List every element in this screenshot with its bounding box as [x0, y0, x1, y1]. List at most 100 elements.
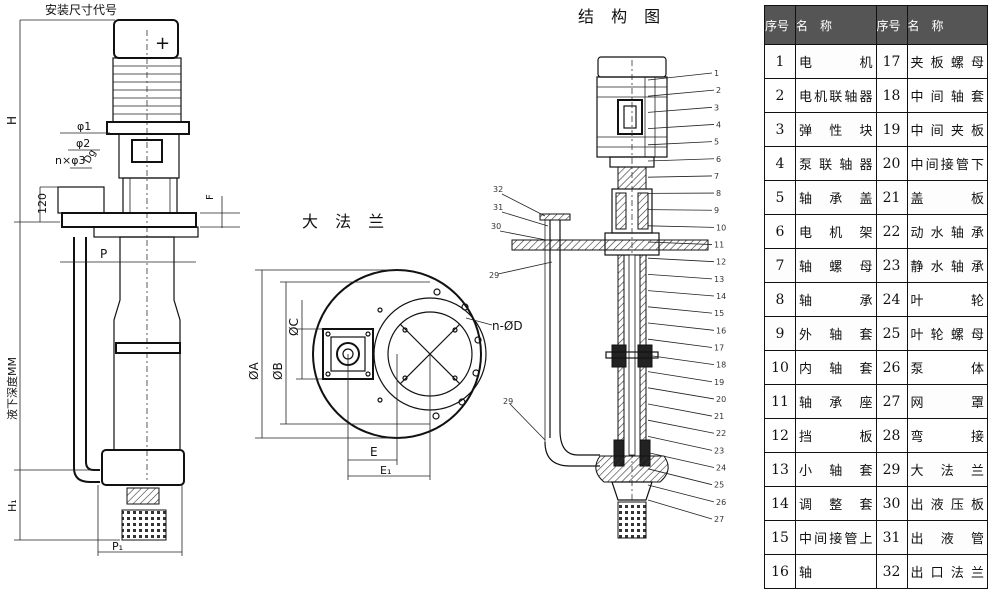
part-name: 中间夹板	[907, 113, 988, 147]
part-name: 轴承盖	[796, 181, 877, 215]
pump-body	[102, 450, 184, 485]
part-name: 小轴套	[796, 453, 877, 487]
callout-29-top: 29	[489, 271, 499, 280]
dimension-lines	[14, 20, 240, 556]
part-name: 外轴套	[796, 317, 877, 351]
header-no-1: 序号	[765, 6, 796, 45]
part-name: 泵联轴器	[796, 147, 877, 181]
callout-24: 24	[716, 464, 726, 473]
part-number: 28	[876, 419, 907, 453]
part-name: 电机	[796, 45, 877, 79]
part-number: 2	[765, 79, 796, 113]
callout-3: 3	[714, 103, 719, 112]
dim-nD: n-ØD	[492, 319, 523, 333]
part-number: 31	[876, 521, 907, 555]
part-number: 9	[765, 317, 796, 351]
dim-H: H	[5, 116, 19, 125]
part-name: 大法兰	[907, 453, 988, 487]
part-number: 26	[876, 351, 907, 385]
callout-4: 4	[716, 120, 721, 129]
installation-view: 安装尺寸代号 +	[5, 2, 240, 556]
part-number: 14	[765, 487, 796, 521]
callout-14: 14	[716, 292, 726, 301]
part-number: 20	[876, 147, 907, 181]
part-number: 30	[876, 487, 907, 521]
part-name: 弯接	[907, 419, 988, 453]
dim-C: ØC	[287, 318, 301, 336]
callout-21: 21	[714, 412, 724, 421]
part-number: 23	[876, 249, 907, 283]
part-number: 29	[876, 453, 907, 487]
callout-20: 20	[716, 395, 726, 404]
part-number: 13	[765, 453, 796, 487]
callout-numbers: 1234567891011121314151617181920212223242…	[714, 69, 726, 524]
callout-11: 11	[714, 241, 724, 250]
middle-bearing-left	[612, 345, 626, 367]
structure-base-plate	[512, 240, 708, 250]
dim-phi1: φ1	[77, 120, 91, 133]
part-number: 12	[765, 419, 796, 453]
callout-10: 10	[716, 223, 726, 232]
plus-mark: +	[155, 33, 170, 54]
motor-flange	[107, 122, 189, 134]
dim-E: E	[370, 445, 378, 459]
part-name: 轴承	[796, 283, 877, 317]
part-number: 5	[765, 181, 796, 215]
part-number: 6	[765, 215, 796, 249]
part-number: 7	[765, 249, 796, 283]
part-name: 中间轴套	[907, 79, 988, 113]
outlet-flange	[58, 187, 104, 213]
part-name: 电机架	[796, 215, 877, 249]
part-name: 中间接管下	[907, 147, 988, 181]
callout-30: 30	[491, 222, 501, 231]
header-no-2: 序号	[876, 6, 907, 45]
part-name: 出液压板	[907, 487, 988, 521]
part-number: 11	[765, 385, 796, 419]
callout-23: 23	[714, 446, 724, 455]
intermediate-flange	[116, 343, 180, 353]
dim-E1: E₁	[380, 464, 391, 477]
part-number: 1	[765, 45, 796, 79]
callout-22: 22	[716, 429, 726, 438]
callout-17: 17	[714, 343, 724, 352]
part-name: 出口法兰	[907, 555, 988, 589]
part-number: 22	[876, 215, 907, 249]
part-number: 8	[765, 283, 796, 317]
shaft	[629, 255, 635, 455]
mount-ring	[94, 227, 198, 237]
callout-15: 15	[714, 309, 724, 318]
callout-8: 8	[716, 189, 721, 198]
part-name: 叶轮	[907, 283, 988, 317]
dim-B: ØB	[271, 362, 285, 380]
part-number: 10	[765, 351, 796, 385]
part-number: 21	[876, 181, 907, 215]
part-name: 泵体	[907, 351, 988, 385]
callout-1: 1	[714, 69, 719, 78]
suction-nozzle	[127, 488, 159, 504]
part-number: 16	[765, 555, 796, 589]
bearing-housing	[123, 178, 177, 213]
flange-view: 大 法 兰	[247, 212, 523, 480]
part-name: 轴承座	[796, 385, 877, 419]
part-number: 4	[765, 147, 796, 181]
part-name: 夹板螺母	[907, 45, 988, 79]
install-title: 安装尺寸代号	[45, 2, 117, 17]
dim-P: P	[100, 247, 107, 261]
dim-H1: H₁	[6, 499, 19, 512]
part-name: 网罩	[907, 385, 988, 419]
structure-view: 结 构 图	[489, 7, 726, 538]
